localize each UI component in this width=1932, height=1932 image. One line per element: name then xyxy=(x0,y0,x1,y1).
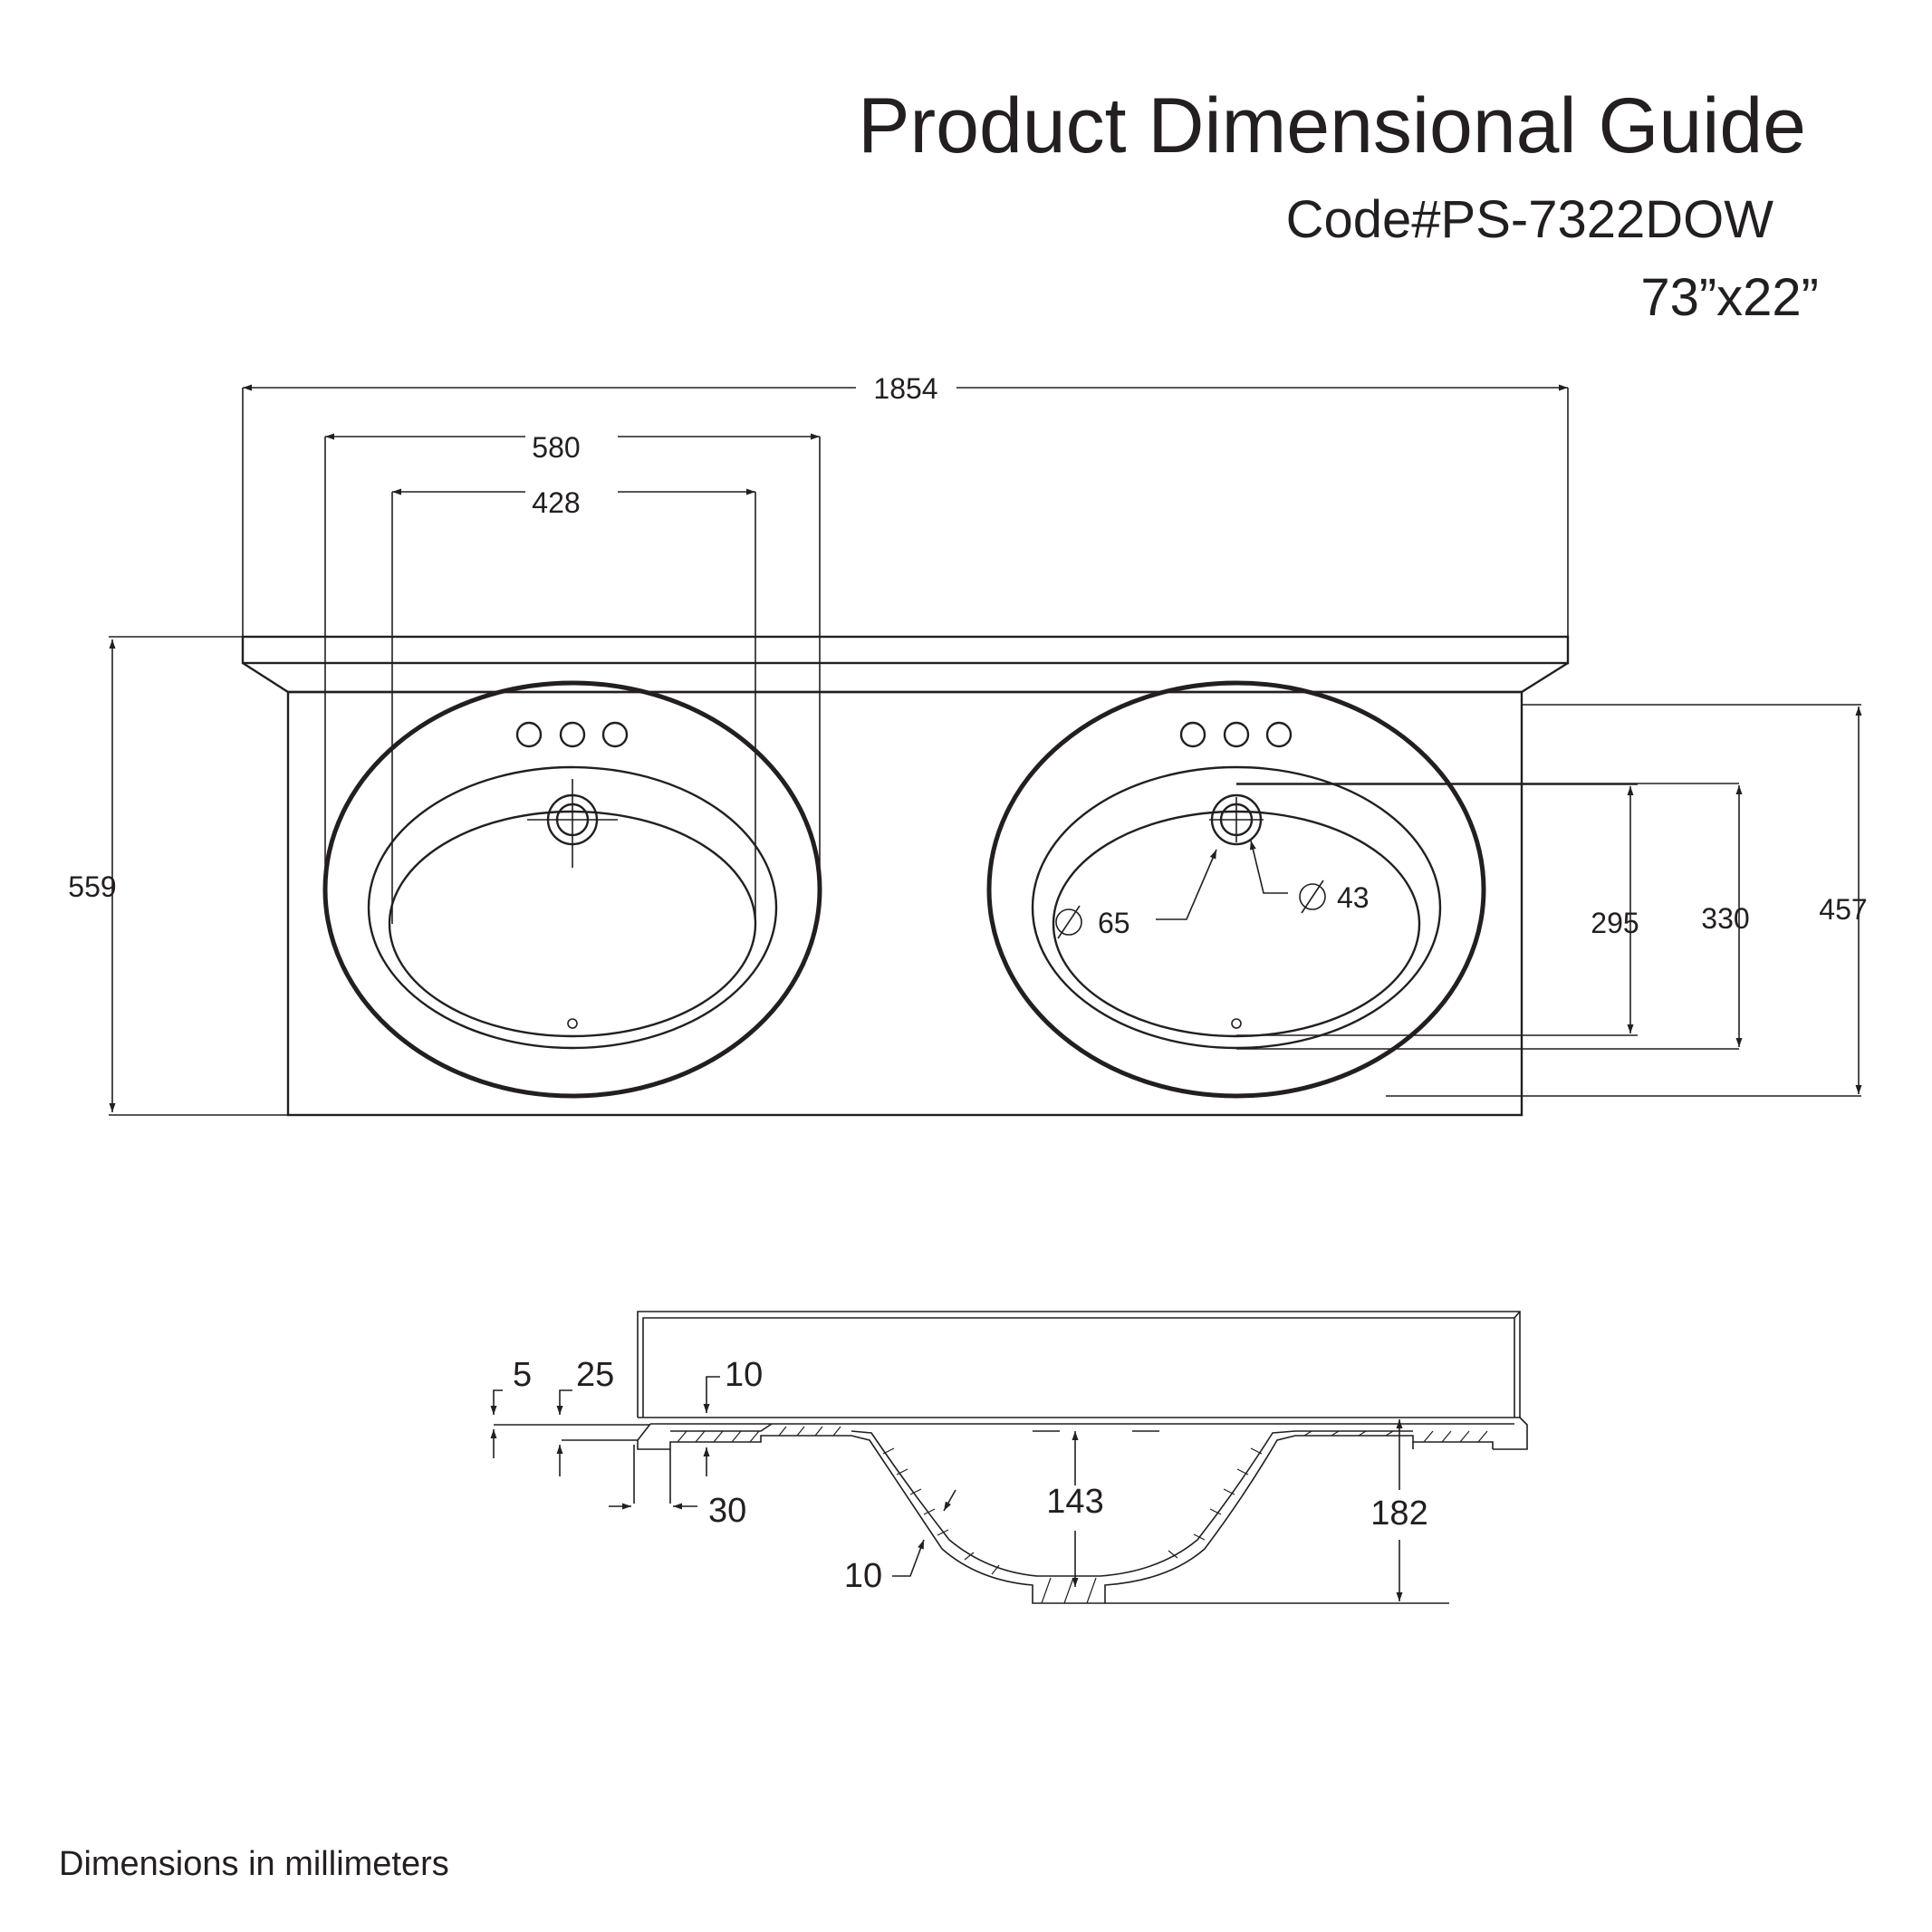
left-faucet-hole-1 xyxy=(515,721,543,748)
dim-deck-thickness: 25 xyxy=(576,1356,614,1394)
dim-edge-setback: 30 xyxy=(708,1492,746,1530)
right-overflow-hole xyxy=(1231,1018,1242,1029)
right-faucet-hole-2 xyxy=(1223,721,1250,748)
section-view: 5 25 10 30 143 10 182 xyxy=(490,1311,1528,1604)
section-backsplash xyxy=(637,1311,1521,1418)
left-basin xyxy=(322,680,822,1099)
units-note: Dimensions in millimeters xyxy=(59,1845,449,1883)
dim-basin-inner-depth: 295 xyxy=(1591,907,1639,939)
right-basin xyxy=(986,680,1486,1099)
dim-wall-top: 10 xyxy=(725,1356,763,1394)
product-size: 73”x22” xyxy=(1640,268,1819,327)
dim-wall-thickness: 10 xyxy=(844,1557,882,1595)
dim-overall-width: 1854 xyxy=(873,372,937,405)
right-basin-rim xyxy=(986,680,1486,1099)
section-hatching xyxy=(677,1426,1488,1604)
dim-total-height: 182 xyxy=(1370,1495,1427,1533)
left-overflow-hole xyxy=(567,1018,578,1029)
dim-drain-inner-diameter: 43 xyxy=(1337,881,1370,914)
dim-drain-outer-diameter: 65 xyxy=(1098,907,1130,939)
diameter-symbol-43 xyxy=(1299,883,1326,910)
dim-bowl-depth: 143 xyxy=(1046,1483,1103,1521)
countertop-body xyxy=(286,690,1523,1117)
section-left-deck xyxy=(637,1423,1494,1604)
dim-lip-offset: 5 xyxy=(513,1356,532,1394)
dim-basin-outer-width: 580 xyxy=(532,431,580,464)
left-drain-centerline xyxy=(527,779,618,868)
right-faucet-hole-1 xyxy=(1179,721,1206,748)
right-drain-centerline xyxy=(1209,797,1264,842)
left-basin-ledge xyxy=(367,765,778,1050)
dim-basin-inner-width: 428 xyxy=(532,486,580,519)
diameter-symbol-65 xyxy=(1055,908,1082,936)
section-extension-lines xyxy=(494,1424,1449,1604)
dim-counter-depth: 457 xyxy=(1819,893,1867,926)
left-faucet-hole-2 xyxy=(559,721,586,748)
countertop-bevel xyxy=(242,661,1569,694)
countertop-edge xyxy=(241,635,1570,665)
right-basin-ledge xyxy=(1031,765,1442,1050)
section-deck-top xyxy=(638,1417,1520,1425)
plan-view: 1854 580 428 559 295 330 457 65 43 xyxy=(68,372,1868,1117)
page-title: Product Dimensional Guide xyxy=(858,82,1806,169)
dim-basin-outer-depth: 330 xyxy=(1701,902,1749,935)
product-code: Code#PS-7322DOW xyxy=(1286,190,1774,249)
dim-overall-depth: 559 xyxy=(68,870,116,903)
right-faucet-hole-3 xyxy=(1265,721,1293,748)
plan-extension-lines xyxy=(109,388,1861,1116)
left-faucet-hole-3 xyxy=(601,721,629,748)
